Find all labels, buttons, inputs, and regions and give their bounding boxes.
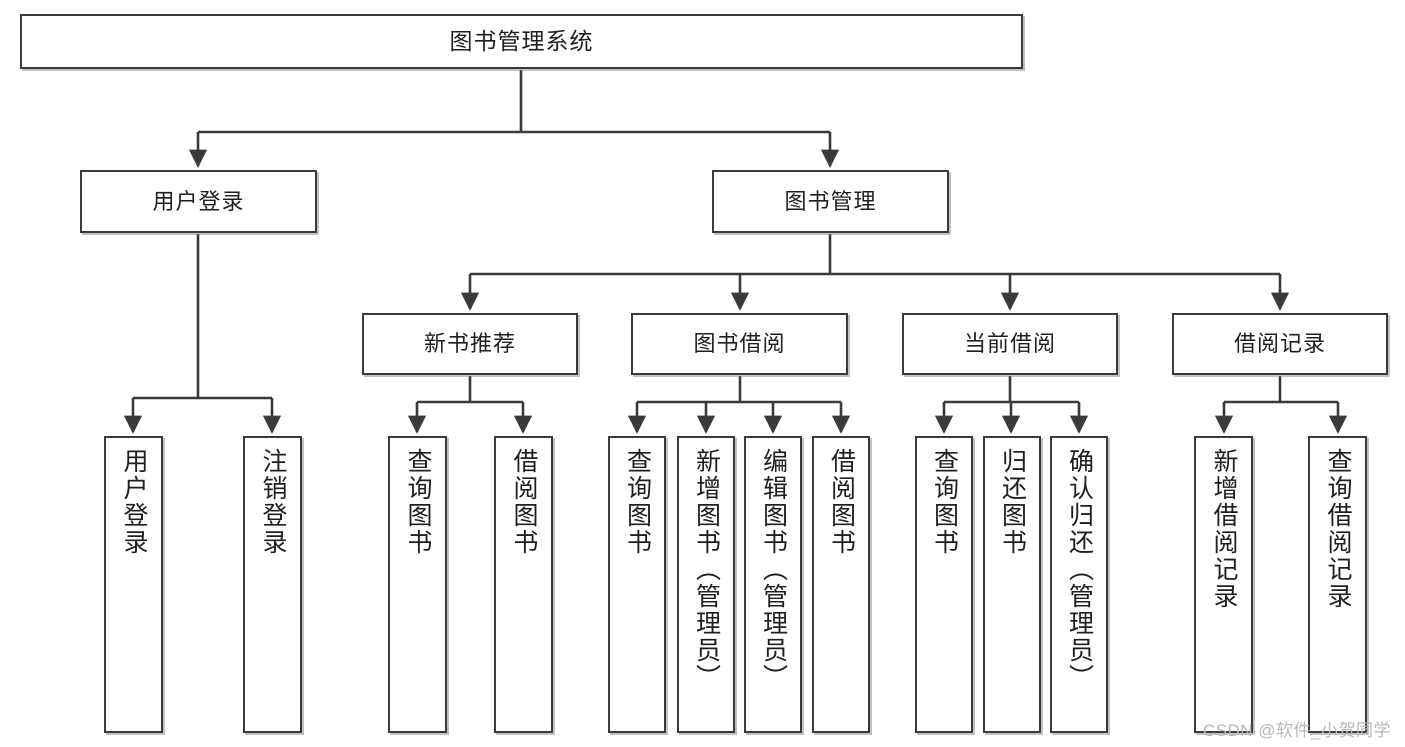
node-root-book-management-system[interactable]: 图书管理系统 xyxy=(20,14,1023,69)
leaf-current-borrow-query-book[interactable]: 查询图书 xyxy=(915,436,973,733)
node-label: 注销登录 xyxy=(259,448,287,556)
leaf-new-book-borrow-book[interactable]: 借阅图书 xyxy=(494,436,553,733)
node-borrowing-record[interactable]: 借阅记录 xyxy=(1172,313,1388,375)
leaf-book-borrow-borrow-book[interactable]: 借阅图书 xyxy=(812,436,870,733)
node-label: 用户登录 xyxy=(120,448,148,556)
node-label: 图书借阅 xyxy=(693,331,786,357)
leaf-user-login-logout[interactable]: 注销登录 xyxy=(243,436,302,733)
leaf-current-borrow-confirm-return-admin[interactable]: 确认归还（管理员） xyxy=(1050,436,1108,733)
node-label: 查询借阅记录 xyxy=(1324,448,1352,610)
node-label: 查询图书 xyxy=(404,448,432,556)
node-current-borrowing[interactable]: 当前借阅 xyxy=(902,313,1118,375)
leaf-borrow-record-query-record[interactable]: 查询借阅记录 xyxy=(1308,436,1367,733)
node-label: 归还图书 xyxy=(998,448,1027,556)
leaf-new-book-query-book[interactable]: 查询图书 xyxy=(388,436,447,733)
node-label: 新增借阅记录 xyxy=(1210,448,1238,610)
leaf-current-borrow-return-book[interactable]: 归还图书 xyxy=(983,436,1041,733)
node-label: 确认归还（管理员） xyxy=(1065,448,1094,691)
node-label: 新书推荐 xyxy=(423,331,516,357)
node-label: 借阅图书 xyxy=(827,448,856,556)
node-label: 用户登录 xyxy=(152,188,245,214)
node-label: 图书管理系统 xyxy=(449,27,594,54)
node-label: 查询图书 xyxy=(623,448,652,556)
node-book-management[interactable]: 图书管理 xyxy=(712,170,949,233)
node-label: 借阅记录 xyxy=(1233,331,1326,357)
leaf-book-borrow-edit-book-admin[interactable]: 编辑图书（管理员） xyxy=(744,436,802,733)
node-label: 编辑图书（管理员） xyxy=(759,448,788,691)
leaf-user-login-login[interactable]: 用户登录 xyxy=(104,436,163,733)
leaf-book-borrow-query-book[interactable]: 查询图书 xyxy=(608,436,666,733)
watermark-csdn: CSDN @软件_小贺同学 xyxy=(1202,721,1391,740)
node-book-borrowing[interactable]: 图书借阅 xyxy=(631,313,848,375)
node-label: 借阅图书 xyxy=(510,448,538,556)
node-new-book-recommendation[interactable]: 新书推荐 xyxy=(362,313,578,375)
leaf-book-borrow-add-book-admin[interactable]: 新增图书（管理员） xyxy=(677,436,735,733)
node-label: 图书管理 xyxy=(784,188,877,214)
node-user-login[interactable]: 用户登录 xyxy=(80,170,317,233)
node-label: 查询图书 xyxy=(930,448,959,556)
node-label: 当前借阅 xyxy=(963,331,1056,357)
node-label: 新增图书（管理员） xyxy=(692,448,721,691)
leaf-borrow-record-add-record[interactable]: 新增借阅记录 xyxy=(1194,436,1253,733)
